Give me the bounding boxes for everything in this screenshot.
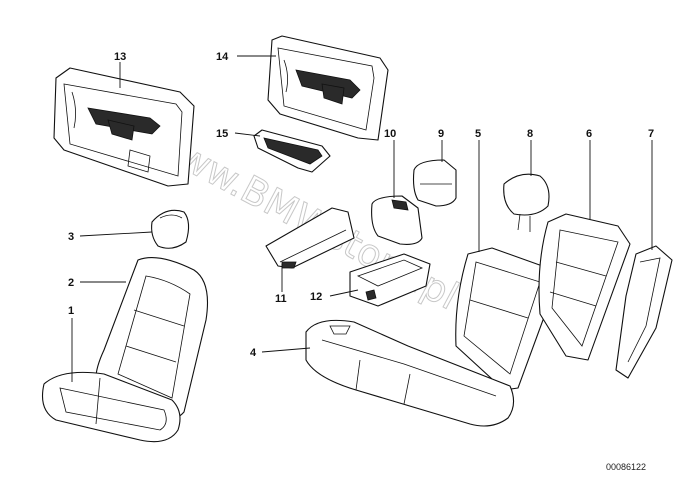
callout-2: 2 [68,277,74,289]
part-8-rear-headrest [503,173,550,232]
callout-6: 6 [586,128,592,140]
part-12-armrest-storage [349,253,431,307]
part-1-front-cushion [41,371,181,443]
leader-4 [261,347,311,353]
callout-11: 11 [275,293,287,305]
callout-10: 10 [384,128,396,140]
callout-15: 15 [216,128,228,140]
part-3-headrest [151,209,190,249]
callout-5: 5 [475,128,481,140]
part-5-rear-backrest [455,247,555,391]
part-11-armrest [265,207,355,269]
leader-12 [329,289,359,297]
callout-14: 14 [216,51,229,63]
part-13-front-door-panel [53,67,195,187]
callout-3: 3 [68,231,74,243]
part-15-armrest-insert [253,129,331,173]
leader-3 [79,231,153,237]
callout-9: 9 [438,128,444,140]
callout-7: 7 [648,128,654,140]
part-10-armrest-cover [371,195,423,245]
image-id: 00086122 [606,462,646,472]
callout-8: 8 [527,128,533,140]
callout-labels: 13 14 15 3 2 1 4 5 6 7 8 9 10 11 12 [68,51,654,359]
part-4-rear-cushion [305,319,515,427]
part-6-rear-backrest-right [538,213,631,361]
part-7-side-bolster [615,245,673,379]
callout-12: 12 [310,291,322,303]
callout-13: 13 [114,51,126,63]
leader-lines [71,55,653,382]
part-14-rear-door-panel [267,35,389,141]
callout-1: 1 [68,305,74,317]
leader-15 [234,132,261,137]
callout-4: 4 [250,347,257,359]
part-9-headrest [412,159,457,207]
